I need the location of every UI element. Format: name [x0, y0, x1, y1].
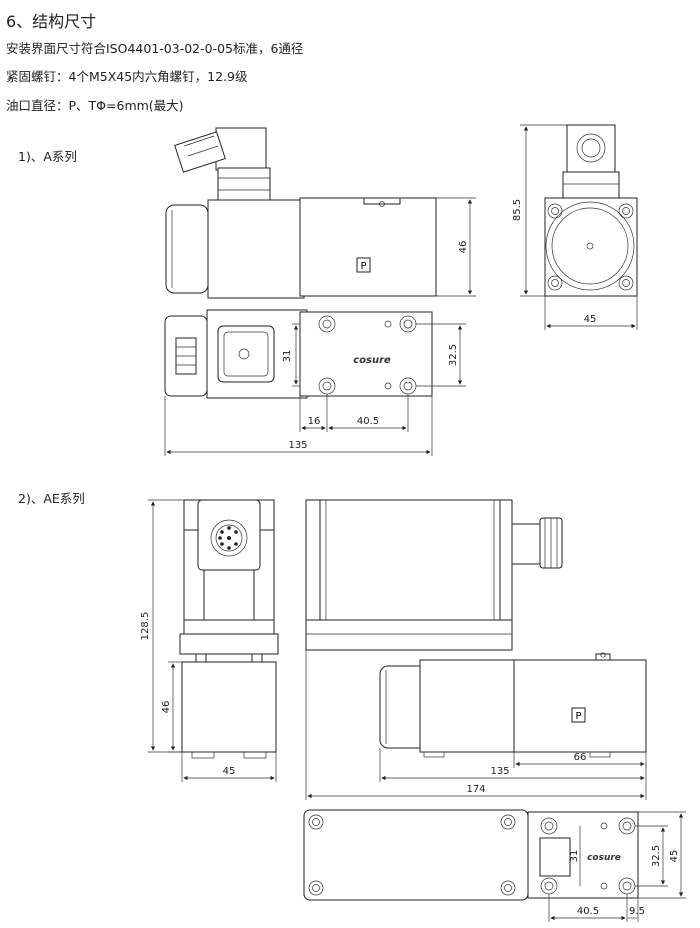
a-dim-16-label: 16 [308, 416, 321, 427]
section-heading: 6、结构尺寸 [6, 12, 97, 31]
a-dim-45-label: 45 [584, 314, 597, 325]
ae-dim-40-5-label: 40.5 [577, 906, 599, 917]
ae-dim-135-label: 135 [490, 766, 509, 777]
a-dim-46-label: 46 [458, 241, 469, 254]
ae-dim-66-label: 66 [574, 752, 587, 763]
ae-dim-135 [379, 748, 647, 782]
spec-line-1: 安装界面尺寸符合ISO4401-03-02-0-05标准，6通径 [6, 41, 304, 56]
a-dim-32-5-label: 32.5 [448, 344, 459, 366]
a-dim-31-label: 31 [282, 350, 293, 363]
ae-dim-45b-label: 45 [669, 850, 680, 863]
ae-dim-9-5-label: 9.5 [629, 906, 645, 917]
a-dim-40-5-label: 40.5 [357, 416, 379, 427]
a-side-view [544, 124, 638, 297]
ae-dim-32-5-label: 32.5 [651, 845, 662, 867]
ae-dim-128-5-label: 128.5 [140, 612, 151, 641]
a-dim-85-5-label: 85.5 [512, 199, 523, 221]
a-dim-32-5 [416, 323, 466, 387]
ae-dim-40-5-9-5 [548, 894, 639, 922]
a-dim-85-5 [520, 124, 567, 297]
ae-dim-45 [181, 752, 277, 782]
ae-dim-45-label: 45 [223, 766, 236, 777]
a-top-view [164, 309, 433, 399]
a-dim-45 [544, 296, 638, 330]
a-brand-logo: cosure [353, 355, 391, 366]
a-dim-135-label: 135 [288, 440, 307, 451]
a-dim-16-40-5 [299, 394, 409, 432]
ae-dim-46 [168, 661, 182, 753]
ae-p-box [571, 707, 586, 723]
ae-dim-174 [305, 650, 647, 800]
a-p-box [356, 257, 371, 273]
ae-dim-31-label: 31 [569, 850, 580, 863]
ae-dim-45b [638, 811, 686, 899]
a-front-view [165, 127, 437, 299]
a-dim-31 [292, 323, 300, 387]
a-dim-46 [436, 197, 476, 297]
spec-line-2: 紧固螺钉：4个M5X45内六角螺钉，12.9级 [6, 69, 248, 84]
series-a-label: 1)、A系列 [18, 149, 77, 164]
ae-top-view [303, 809, 639, 901]
ae-dim-32-5 [635, 825, 668, 887]
ae-p-mark: P [575, 711, 581, 722]
ae-brand-logo: cosure [587, 853, 621, 863]
spec-line-3: 油口直径：P、TΦ=6mm(最大) [6, 98, 184, 113]
ae-front-view [305, 499, 647, 758]
ae-side-view [179, 499, 279, 759]
series-ae-label: 2)、AE系列 [18, 491, 85, 506]
ae-dim-174-label: 174 [466, 784, 485, 795]
a-dim-135 [164, 396, 433, 456]
a-p-mark: P [360, 261, 366, 272]
ae-dim-46-label: 46 [161, 701, 172, 714]
